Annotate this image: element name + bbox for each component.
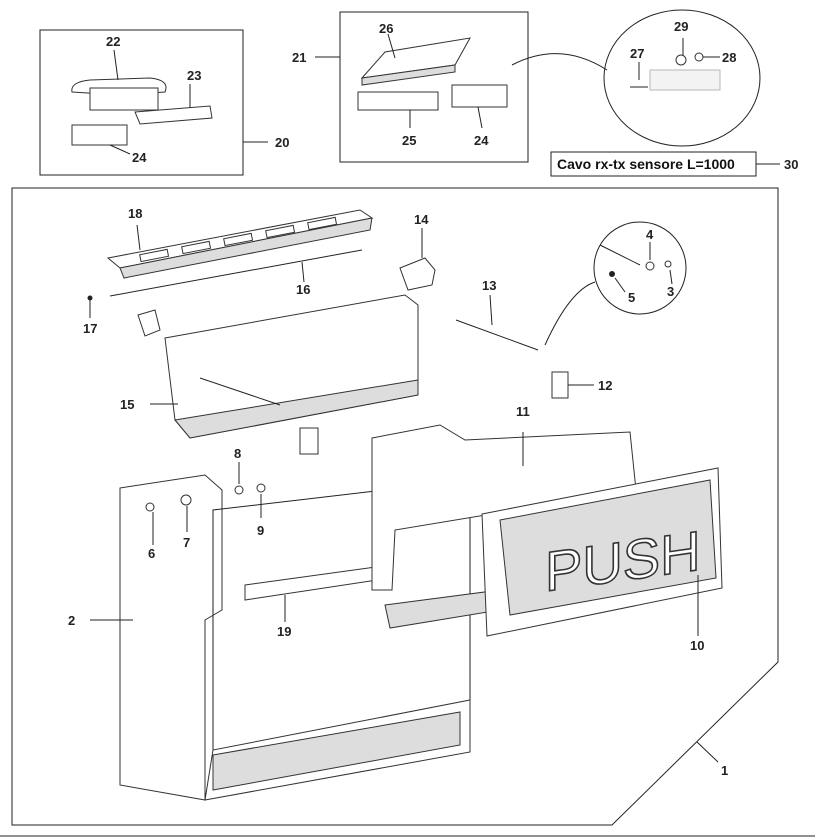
fastener-detail-27-29 [603,9,761,147]
callout-22: 22 [106,34,120,49]
cable-caption-box [550,151,780,177]
callout-6: 6 [148,546,155,561]
part-2-enclosure [90,474,471,801]
part-13-rod [455,281,596,351]
cable-caption: Cavo rx-tx sensore L=1000 [557,156,735,172]
callout-3: 3 [667,284,674,299]
callout-16: 16 [296,282,310,297]
callout-21: 21 [292,50,306,65]
callout-27: 27 [630,46,644,61]
callout-25: 25 [402,133,416,148]
callout-24-right: 24 [474,133,489,148]
main-assembly-frame [11,187,779,826]
part-12-bracket [551,371,569,399]
part-17-pin [87,295,93,301]
callout-7: 7 [183,535,190,550]
callout-18: 18 [128,206,142,221]
callout-26: 26 [379,21,393,36]
callout-4: 4 [646,227,654,242]
callout-28: 28 [722,50,736,65]
part-19-bar [244,564,391,622]
callout-14: 14 [414,212,429,227]
callout-20: 20 [275,135,289,150]
small-bracket-2 [299,427,319,455]
callout-17: 17 [83,321,97,336]
callout-8: 8 [234,446,241,461]
part-10-push-sign: PUSH [481,467,723,637]
callout-11: 11 [516,404,530,419]
callout-5: 5 [628,290,635,305]
callout-12: 12 [598,378,612,393]
callout-24-left: 24 [132,150,147,165]
subassembly-21-box [315,11,608,163]
fastener-detail-3-5 [593,221,687,315]
part-9-washer [256,483,266,493]
small-bracket [137,309,161,337]
part-18-slotted-rail [106,209,374,279]
part-15-cover [150,294,419,439]
callout-10: 10 [690,638,704,653]
callout-30: 30 [784,157,798,172]
callout-29: 29 [674,19,688,34]
callout-13: 13 [482,278,496,293]
subassembly-20-box [39,29,268,176]
callout-2: 2 [68,613,75,628]
callout-23: 23 [187,68,201,83]
part-8-nut [234,485,244,495]
callout-19: 19 [277,624,291,639]
callout-15: 15 [120,397,134,412]
part-16-rod [109,249,363,297]
part-14-bracket [399,257,436,291]
callout-labels: 1 2 3 4 5 6 7 8 9 10 11 12 13 14 15 16 1… [68,19,798,778]
callout-9: 9 [257,523,264,538]
callout-1: 1 [721,763,728,778]
